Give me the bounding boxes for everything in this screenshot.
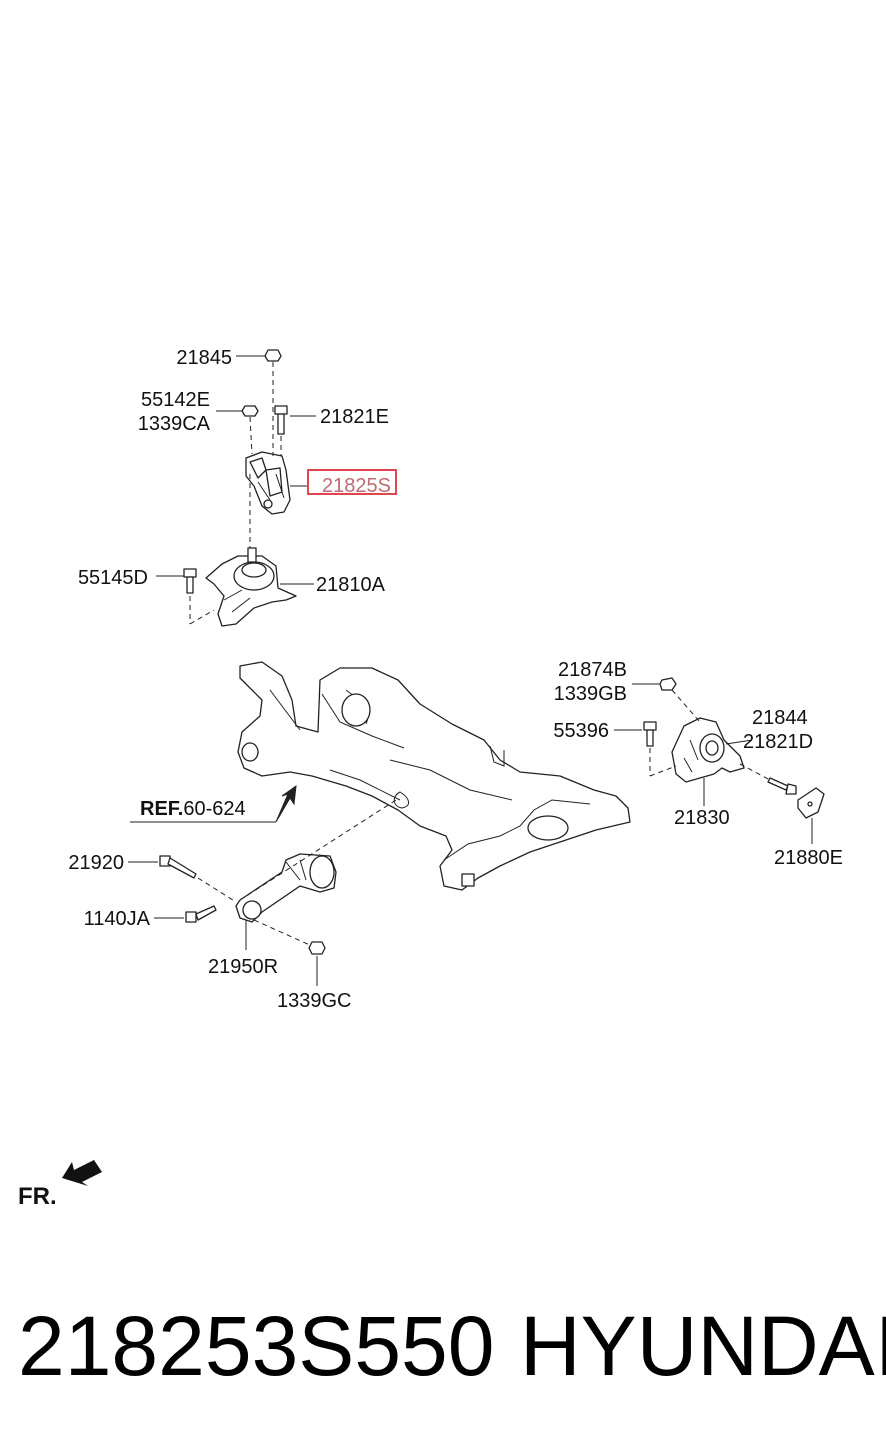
sub-frame-ref-60-624[interactable] [237,661,631,891]
bolt-21920[interactable] [159,855,237,903]
engine-mount-21810a[interactable] [205,547,297,627]
label-21844: 21844 [752,707,808,729]
cover-21880e[interactable] [797,787,825,819]
nut-55142e[interactable] [241,405,259,455]
nut-1339gc[interactable] [308,941,326,955]
nut-21874b[interactable] [659,677,701,723]
ref-bold: REF. [140,798,183,820]
footer-part-number: 218253S550 [18,1299,495,1393]
label-21821e: 21821E [320,406,389,428]
label-21825s[interactable]: 21825S [322,475,391,497]
label-21821d: 21821D [743,731,813,753]
label-ref: REF.60-624 [140,798,246,820]
label-21845: 21845 [176,347,232,369]
transmission-mount-21830[interactable] [671,717,745,783]
roll-rod-21950r[interactable] [235,853,337,923]
label-21830: 21830 [674,807,730,829]
highlight-box [307,469,397,495]
label-55396: 55396 [553,720,609,742]
label-21810a: 21810A [316,574,386,596]
leader-lines [128,355,813,986]
front-arrow-icon [62,1160,102,1186]
label-1339gb: 1339GB [554,683,627,705]
bolt-55396[interactable] [643,721,677,777]
label-21950r: 21950R [208,956,278,978]
label-21874b: 21874B [558,659,627,681]
label-55142e: 55142E [141,389,210,411]
bolt-1140ja[interactable] [185,905,217,923]
label-1140ja: 1140JA [84,908,151,930]
label-55145d: 55145D [78,567,148,589]
footer-brand: HYUNDAI [520,1299,886,1393]
label-21920: 21920 [68,852,124,874]
nut-21845[interactable] [264,349,282,456]
bolt-21821d[interactable] [739,763,797,795]
bolt-21821e[interactable] [274,405,288,456]
engine-mount-bracket-21825s[interactable] [245,451,291,515]
label-1339gc: 1339GC [277,990,352,1012]
label-1339ca: 1339CA [138,413,211,435]
label-21880e: 21880E [774,847,843,869]
label-fr: FR. [18,1183,57,1210]
ref-arrow [275,784,297,823]
ref-number: 60-624 [183,798,245,820]
bolt-55145d[interactable] [183,568,215,625]
